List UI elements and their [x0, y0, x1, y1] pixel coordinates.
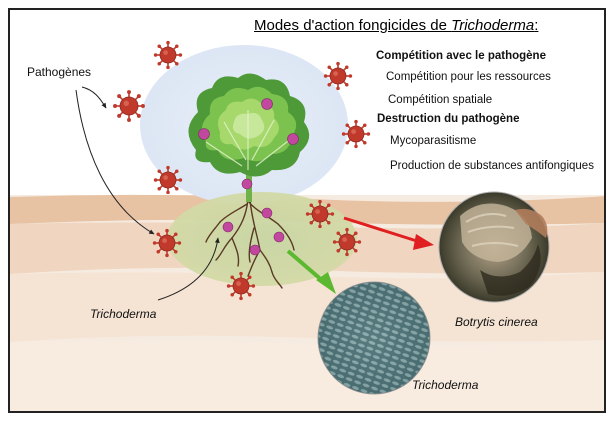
botrytis-label: Botrytis cinerea [455, 315, 538, 329]
pathogens-arrow-2 [75, 89, 155, 235]
diagram-title: Modes d'action fongicides de Trichoderma… [254, 17, 539, 34]
trichoderma-arrow [157, 237, 220, 301]
destruction-heading: Destruction du pathogène [377, 113, 520, 125]
trichoderma-dot [198, 128, 210, 140]
pathogen-icon [323, 61, 353, 91]
pathogens-arrow-1 [81, 86, 107, 109]
pathogen-icon [152, 228, 182, 258]
rhizosphere-zone [167, 192, 357, 286]
trichoderma-soil-label: Trichoderma [90, 307, 157, 321]
red-arrow [343, 216, 434, 250]
pathogen-icon [305, 199, 335, 229]
trichoderma-dot [241, 178, 253, 190]
trichoderma-dots [198, 98, 299, 256]
pathogen-icon [153, 40, 183, 70]
trichoderma-dot [261, 207, 273, 219]
pathogens-label: Pathogènes [27, 65, 92, 79]
trichoderma-dot [249, 244, 261, 256]
pathogen-icon [332, 227, 362, 257]
antifungal-item: Production de substances antifongiques [390, 160, 594, 172]
trichoderma-photo [317, 281, 431, 395]
roots [205, 199, 295, 289]
trichoderma-dot [261, 98, 273, 110]
competition-heading: Compétition avec le pathogène [376, 50, 546, 62]
competition-resources-item: Compétition pour les ressources [386, 71, 551, 83]
competition-spatial-item: Compétition spatiale [388, 94, 493, 106]
mycoparasitism-item: Mycoparasitisme [390, 135, 477, 147]
trichoderma-dot [273, 231, 285, 243]
diagram-frame: Modes d'action fongicides de Trichoderma… [8, 8, 606, 413]
lettuce-plant [188, 73, 310, 177]
trichoderma-spores-label: Trichoderma [412, 378, 479, 392]
green-arrow [286, 249, 336, 294]
pathogen-icon [226, 271, 256, 301]
botrytis-photo [438, 191, 550, 303]
pathogen-icon [341, 119, 371, 149]
trichoderma-dot [287, 133, 299, 145]
trichoderma-dot [222, 221, 234, 233]
pathogens [113, 40, 371, 301]
pathogen-icon [113, 90, 145, 122]
scene-illustration [10, 40, 604, 411]
pathogen-icon [153, 165, 183, 195]
